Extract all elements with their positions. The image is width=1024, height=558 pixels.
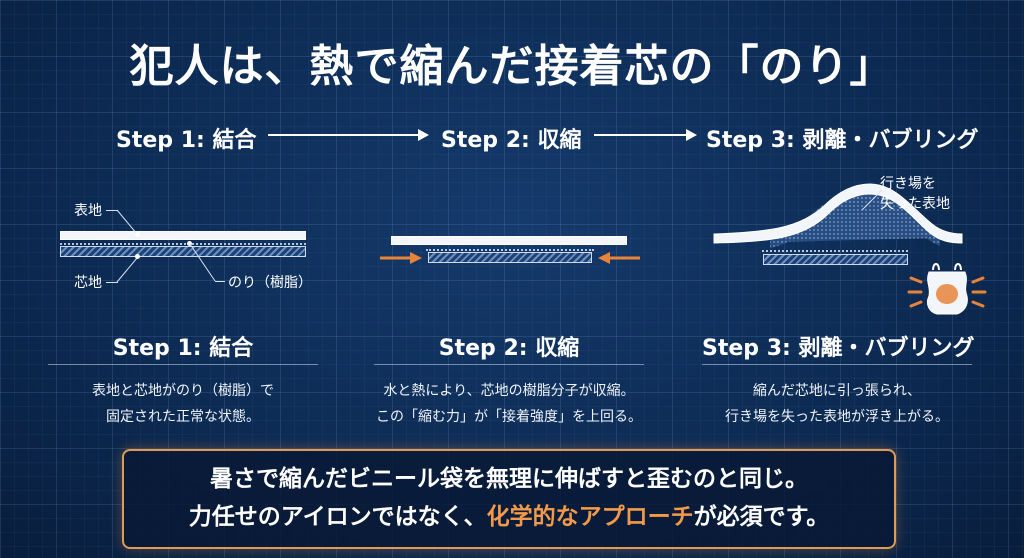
label-lost-fabric: 行き場を 失った表地 (880, 176, 950, 212)
interfacing-layer (428, 252, 592, 263)
label-face-fabric: 表地 (74, 203, 102, 219)
flow-step-3: Step 3: 剥離・バブリング (706, 128, 979, 153)
section-divider (374, 364, 644, 365)
leader-line (106, 282, 118, 283)
flow-step-2: Step 2: 収縮 (441, 128, 582, 153)
arrow-right-icon (686, 129, 697, 141)
section-desc-step-1: 表地と芯地がのり（樹脂）で 固定された正常な状態。 (92, 383, 274, 425)
section-divider (702, 364, 972, 365)
glue-layer (60, 243, 306, 245)
page-title: 犯人は、熱で縮んだ接着芯の「のり」 (129, 41, 895, 92)
shrink-arrow-icon (380, 252, 422, 264)
callout-highlight: 化学的なアプローチ (486, 504, 694, 530)
arrow-right-icon (418, 129, 429, 141)
interfacing-layer (60, 246, 306, 257)
leader-line (106, 210, 118, 211)
section-title-step-2: Step 2: 収縮 (438, 336, 580, 361)
leader-dot (135, 254, 140, 259)
callout-box: 暑さで縮んだビニール袋を無理に伸ばすと歪むのと同じ。 力任せのアイロンではなく、… (122, 449, 896, 549)
callout-line-1: 暑さで縮んだビニール袋を無理に伸ばすと歪むのと同じ。 (210, 466, 808, 492)
interfacing-layer (763, 254, 908, 265)
leader-line (189, 243, 216, 282)
shrink-arrow-icon (598, 252, 640, 264)
label-interfacing: 芯地 (74, 275, 102, 291)
section-title-step-3: Step 3: 剥離・バブリング (702, 336, 975, 361)
glue-layer (426, 249, 594, 251)
section-desc-step-2: 水と熱により、芯地の樹脂分子が収縮。 この「縮む力」が「接着強度」を上回る。 (376, 383, 642, 425)
section-desc-step-3: 縮んだ芯地に引っ張られ、 行き場を失った表地が浮き上がる。 (725, 383, 949, 425)
callout-line-2: 力任せのアイロンではなく、化学的なアプローチが必須です。 (188, 504, 830, 530)
section-title-step-1: Step 1: 結合 (112, 336, 254, 361)
flow-step-1: Step 1: 結合 (116, 128, 257, 153)
flow-arrow-2 (594, 134, 686, 136)
leader-dot (187, 241, 192, 246)
leader-line (215, 281, 225, 282)
face-fabric-layer (391, 236, 627, 245)
section-divider (48, 364, 318, 365)
bubbled-face-fabric (713, 183, 963, 252)
leader-line (116, 257, 138, 283)
leader-line (116, 209, 138, 235)
face-fabric-layer (60, 231, 306, 240)
flow-arrow-1 (268, 134, 418, 136)
leader-dot (135, 232, 140, 237)
shrunk-plastic-bag-icon (907, 263, 987, 315)
leader-line (861, 189, 883, 211)
label-glue: のり（樹脂） (228, 275, 312, 291)
